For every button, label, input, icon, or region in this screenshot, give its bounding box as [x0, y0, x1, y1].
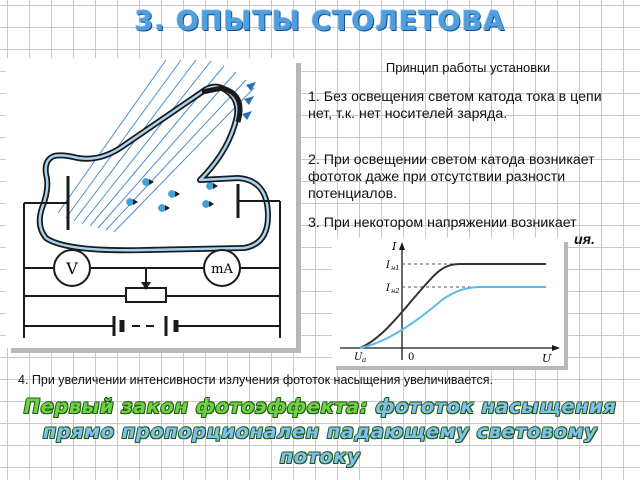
curve-low-intensity: [359, 286, 546, 349]
voltmeter: V: [53, 249, 91, 287]
curve-high-intensity: [359, 263, 546, 349]
current-voltage-graph: I U 0 U а I н1 I н2: [332, 238, 564, 366]
origin-label: 0: [408, 352, 414, 363]
apparatus-svg: V mA: [23, 59, 281, 338]
stoletov-apparatus-diagram: V mA: [6, 58, 296, 348]
point-1: 1. Без освещения светом катода тока в це…: [308, 89, 602, 122]
law-lead: Первый закон фотоэффекта:: [23, 395, 368, 418]
ua-label: U: [354, 352, 363, 363]
point-3: 3. При некотором напряжении возникает ия…: [308, 215, 626, 248]
battery: [112, 316, 179, 336]
in1-label: I: [385, 260, 391, 271]
in2-label: I: [385, 283, 391, 294]
law-rest: фототок насыщения прямо пропорционален п…: [42, 395, 617, 468]
point-2: 2. При освещении светом катода возникает…: [308, 152, 595, 202]
subtitle: Принцип работы установки: [385, 60, 551, 75]
iv-graph-svg: I U 0 U а I н1 I н2: [340, 240, 560, 365]
point-3-tail: ия.: [574, 232, 595, 248]
ammeter-label: mA: [211, 262, 233, 277]
voltmeter-label: V: [65, 259, 78, 278]
ray-arrows: [242, 82, 256, 120]
circuit-wires: [23, 200, 281, 338]
vacuum-tube: [36, 83, 271, 254]
y-axis-label: I: [391, 240, 397, 253]
electrons: [126, 178, 214, 212]
milliammeter: mA: [203, 249, 241, 287]
in1-sub: н1: [391, 264, 399, 272]
first-photoeffect-law: Первый закон фотоэффекта: фототок насыще…: [10, 394, 630, 469]
ua-sub: а: [362, 356, 366, 364]
in2-sub: н2: [391, 287, 399, 295]
point-4: 4. При увеличении интенсивности излучени…: [18, 373, 493, 387]
x-axis-label: U: [542, 352, 552, 365]
slide-title: 3. ОПЫТЫ СТОЛЕТОВА: [134, 6, 506, 37]
point-3-text: 3. При некотором напряжении возникает: [308, 215, 577, 231]
rheostat: [125, 282, 167, 303]
